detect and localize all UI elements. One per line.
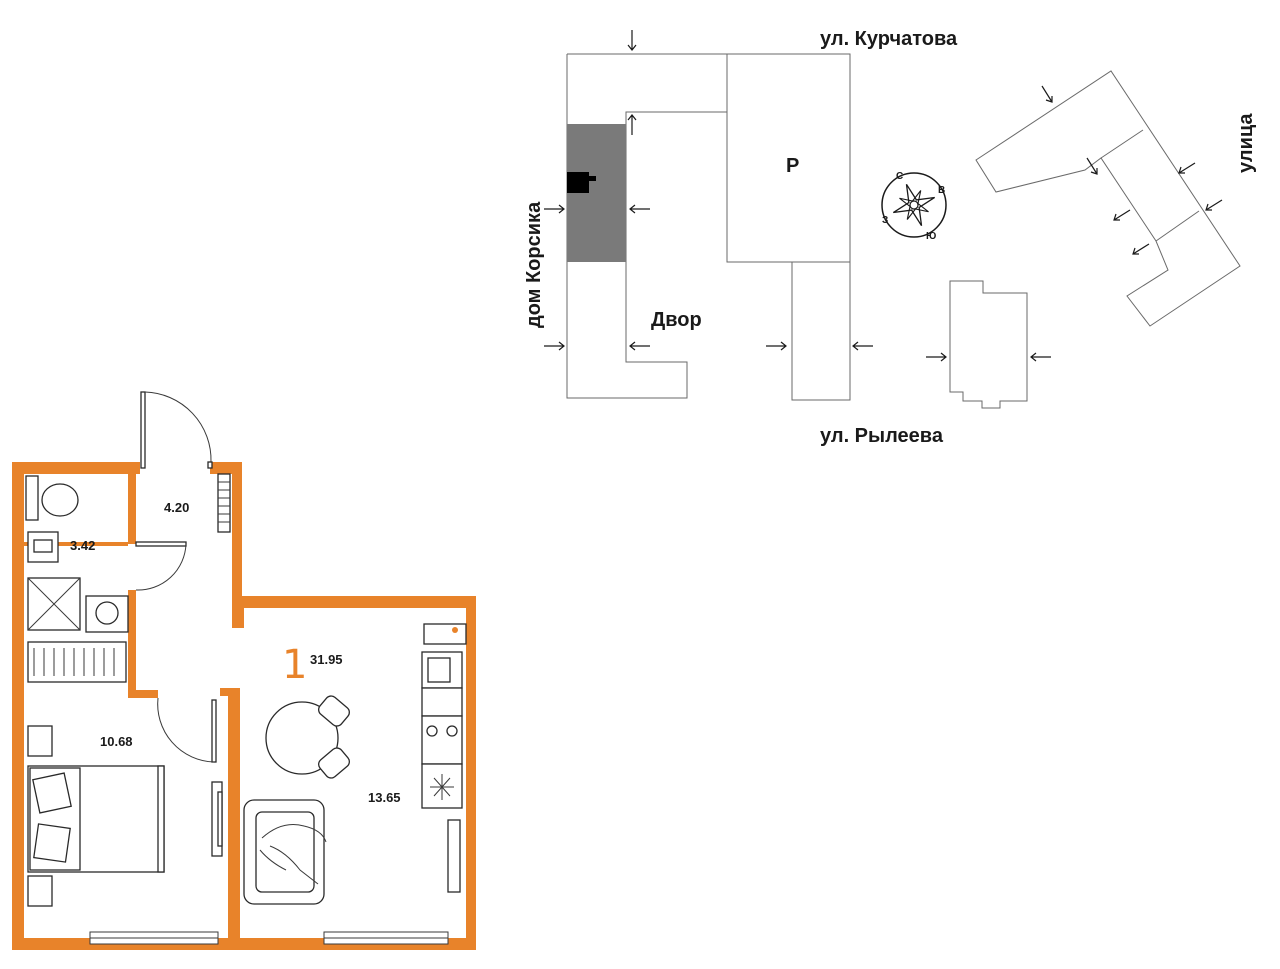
- heated-towel-rail: [27, 641, 127, 683]
- hall-area: 4.20: [164, 500, 189, 515]
- site-plan: С В Ю З ул. Курчатова ул. Рылеева улица …: [523, 28, 1257, 447]
- total-area: 31.95: [310, 652, 343, 667]
- compass-east: В: [938, 185, 945, 196]
- left-building-label: дом Корсика: [523, 201, 545, 328]
- kitchen-living-furniture: [243, 623, 467, 905]
- stove: [421, 715, 463, 765]
- toilet: [41, 483, 79, 517]
- bathroom-area: 3.42: [70, 538, 95, 553]
- dishwasher: [421, 687, 463, 717]
- building-east: [975, 70, 1241, 327]
- parking-label: P: [786, 155, 799, 177]
- entrance-arrows: [544, 30, 1223, 362]
- street-top-label: ул. Курчатова: [820, 28, 958, 50]
- kitchen-living-area: 13.65: [368, 790, 401, 805]
- street-right-label: улица: [1235, 113, 1257, 173]
- bedroom-area: 10.68: [100, 734, 133, 749]
- doors: [135, 391, 217, 763]
- radiator: [217, 473, 231, 533]
- building-east-divider: [1100, 129, 1144, 159]
- apartment-number: 1: [282, 642, 307, 688]
- building-south: [791, 261, 851, 401]
- bathroom-fixtures: [25, 475, 129, 683]
- courtyard-label: Двор: [651, 309, 702, 331]
- building-east-divider: [1155, 210, 1200, 242]
- windows: [89, 931, 449, 945]
- compass-south: Ю: [926, 231, 936, 242]
- compass-west: З: [882, 215, 888, 226]
- nightstand: [27, 725, 53, 757]
- walls: [12, 462, 476, 950]
- building-small: [949, 280, 1028, 409]
- nightstand: [27, 875, 53, 907]
- parking-block: [726, 53, 851, 263]
- floor-plan: 4.20 3.42 10.68 13.65 1 31.95: [12, 391, 476, 950]
- toilet-tank: [25, 475, 39, 521]
- dining-table: [265, 701, 339, 775]
- apartment-marker: [567, 172, 596, 193]
- bedroom-furniture: [27, 725, 223, 907]
- street-bottom-label: ул. Рылеева: [820, 425, 944, 447]
- wall-tv: [447, 819, 461, 893]
- compass: С В Ю З: [881, 171, 947, 242]
- compass-north: С: [896, 171, 903, 182]
